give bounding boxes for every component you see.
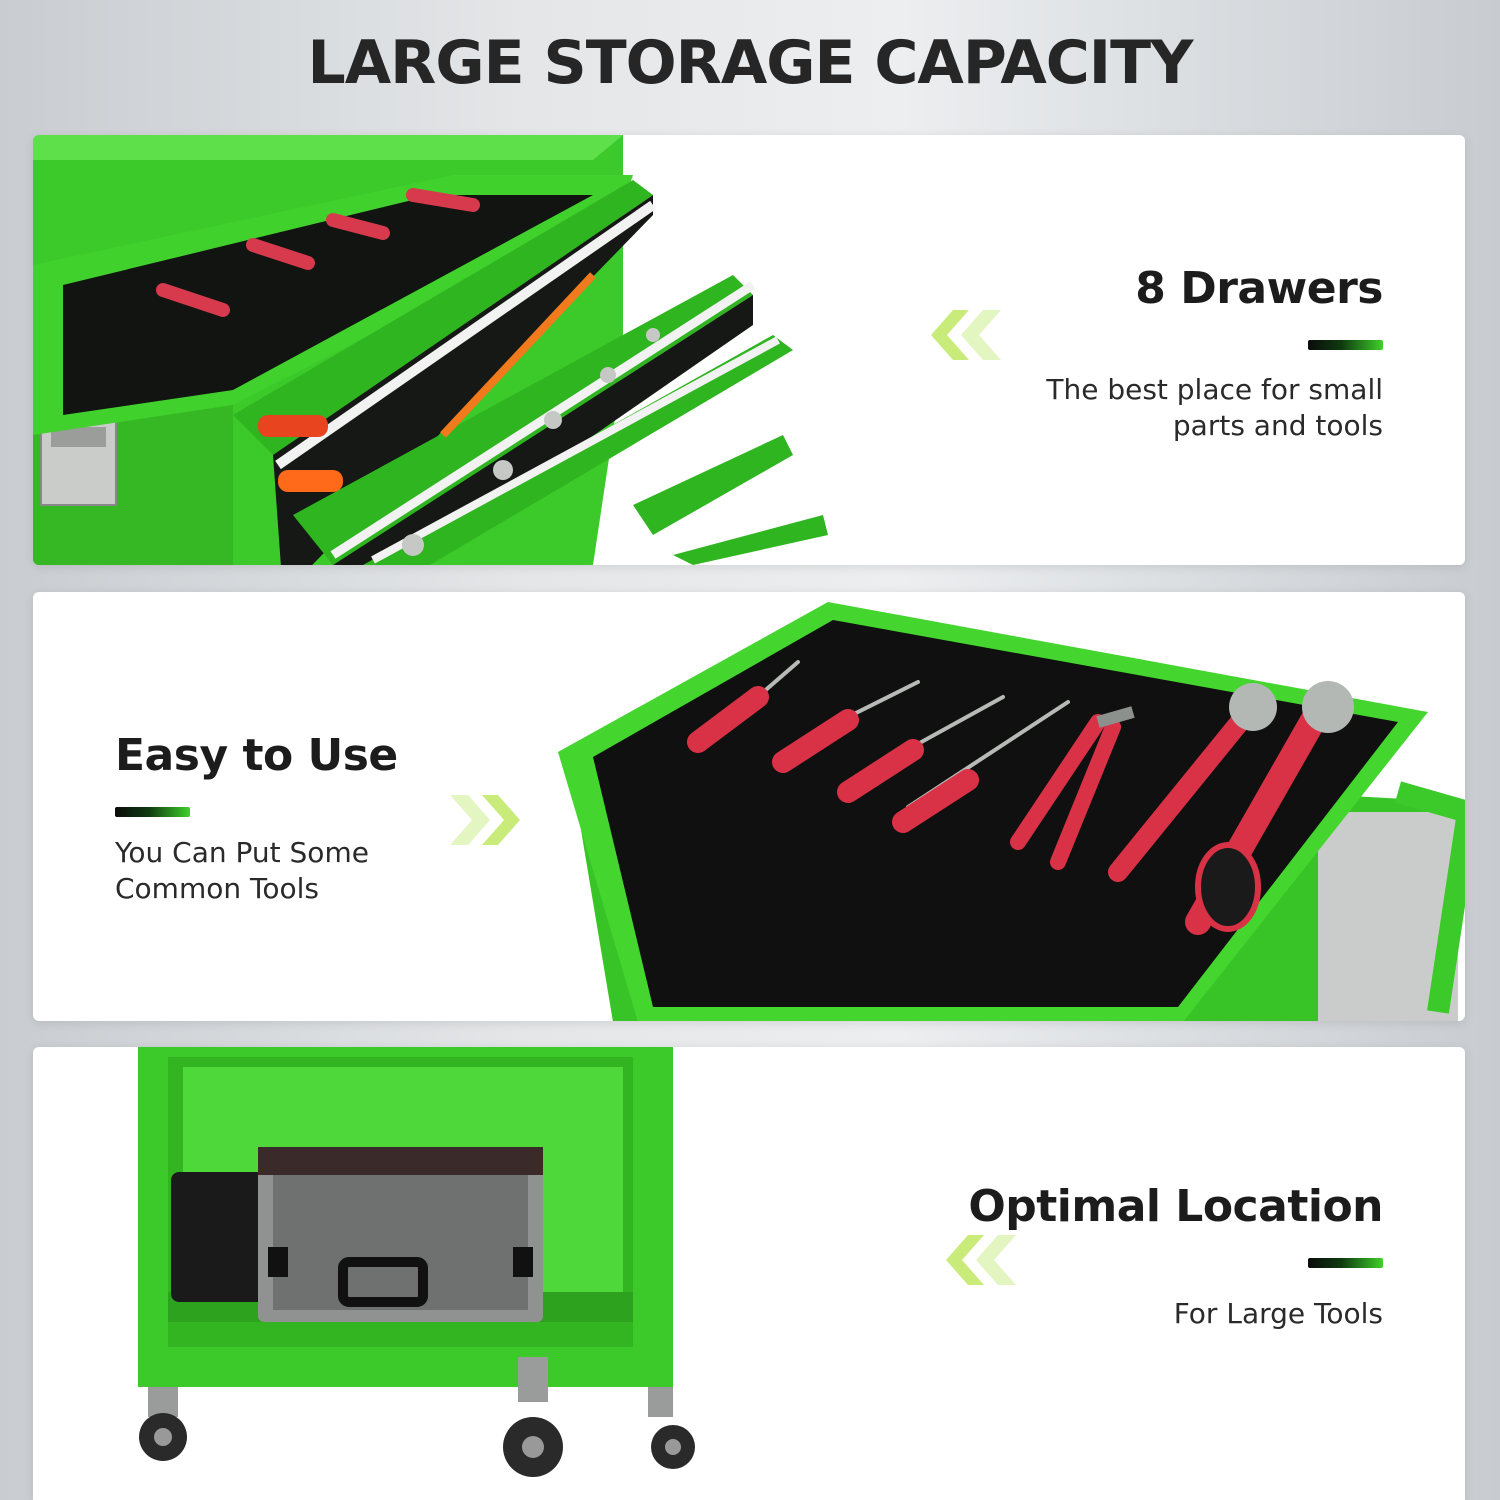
feature-desc-line: The best place for small xyxy=(1046,373,1383,406)
feature-text-easy-to-use: Easy to Use You Can Put Some Common Tool… xyxy=(115,730,398,907)
accent-bar xyxy=(1308,1258,1383,1268)
feature-title-drawers: 8 Drawers xyxy=(1135,263,1383,314)
double-chevron-left-icon xyxy=(931,310,1006,364)
feature-title-optimal-location: Optimal Location xyxy=(968,1181,1383,1232)
feature-title-easy-to-use: Easy to Use xyxy=(115,730,398,781)
page-headline: LARGE STORAGE CAPACITY xyxy=(307,28,1193,98)
accent-bar xyxy=(115,807,190,817)
feature-text-drawers: 8 Drawers The best place for small parts… xyxy=(1046,263,1383,444)
feature-desc-line: parts and tools xyxy=(1172,409,1383,442)
feature-card-easy-to-use: Easy to Use You Can Put Some Common Tool… xyxy=(33,592,1465,1021)
feature-card-drawers: 8 Drawers The best place for small parts… xyxy=(33,135,1465,565)
tool-cart-top-tray-photo xyxy=(558,602,1465,1021)
feature-text-optimal-location: Optimal Location For Large Tools xyxy=(968,1181,1383,1332)
feature-card-optimal-location: Optimal Location For Large Tools xyxy=(33,1047,1465,1500)
double-chevron-right-icon xyxy=(445,795,520,849)
accent-bar xyxy=(1308,340,1383,350)
feature-desc-line: Common Tools xyxy=(115,872,319,905)
double-chevron-left-icon xyxy=(946,1235,1021,1289)
feature-desc-line: For Large Tools xyxy=(1173,1297,1383,1330)
feature-desc-line: You Can Put Some xyxy=(115,836,369,869)
tool-cart-bottom-cabinet-photo xyxy=(113,1047,713,1500)
tool-cart-open-drawers-photo xyxy=(33,135,833,565)
